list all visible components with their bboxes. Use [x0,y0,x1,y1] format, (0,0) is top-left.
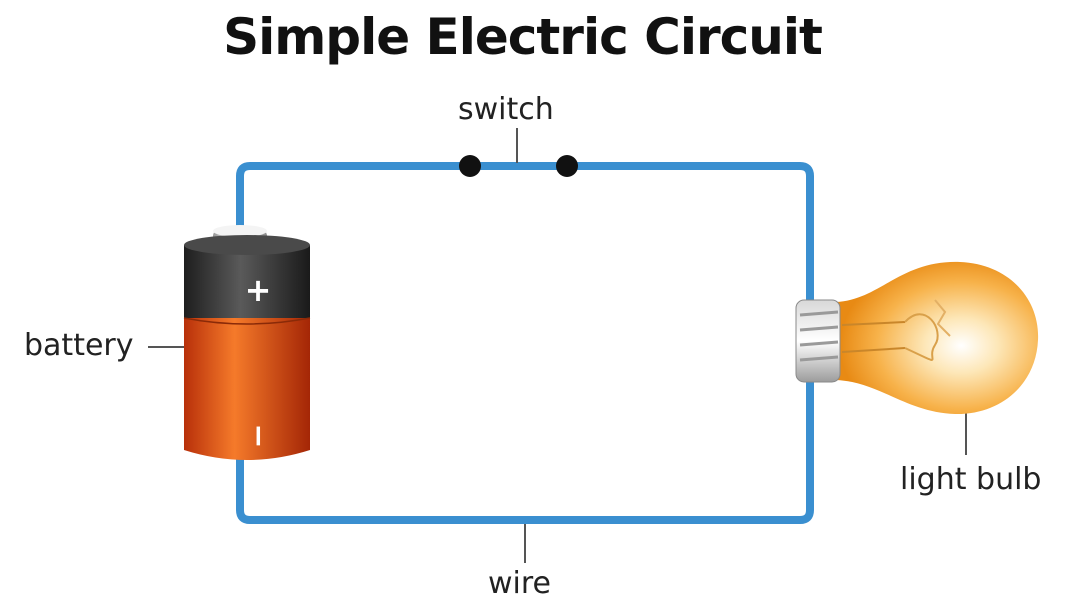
wire-label: wire [488,566,552,601]
light-bulb [795,261,1039,415]
diagram-title: Simple Electric Circuit [223,8,823,66]
battery-positive-sign: + [245,271,272,309]
circuit-wire [236,162,814,524]
switch-terminal-right [556,155,578,177]
switch-terminal-left [459,155,481,177]
switch-label: switch [458,92,554,127]
battery [183,225,311,460]
battery-negative-sign: − [241,423,276,448]
battery-label: battery [24,328,134,363]
light-bulb-label: light bulb [900,462,1042,497]
